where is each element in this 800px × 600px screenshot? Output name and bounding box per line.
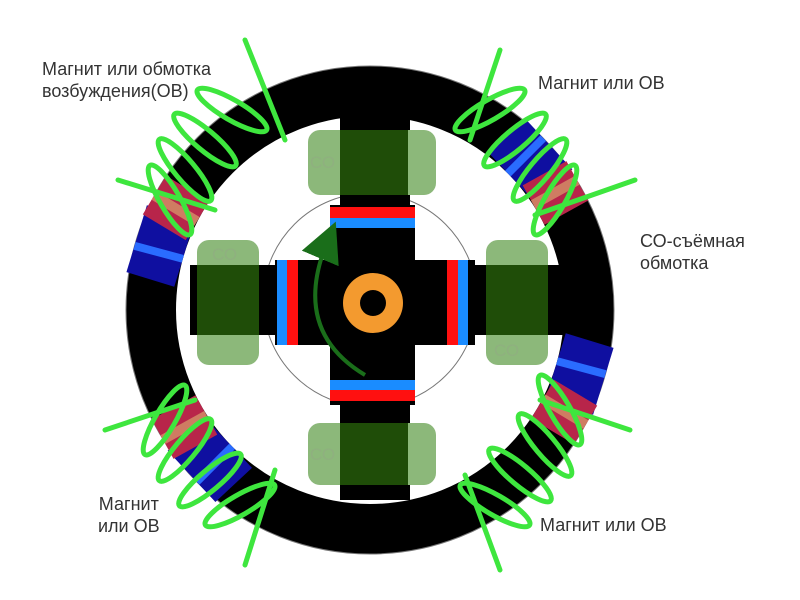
label-top-left-line2: возбуждения(ОВ) — [42, 81, 189, 101]
label-top-left: Магнит или обмотка возбуждения(ОВ) — [42, 58, 211, 102]
coil-bottom-label: СО — [310, 445, 335, 464]
label-right: СО-съёмная обмотка — [640, 230, 745, 274]
rotor-shaft — [343, 273, 403, 333]
coil-left-label: СО — [212, 245, 237, 264]
label-top-right: Магнит или ОВ — [538, 73, 665, 93]
rotation-arrow — [301, 221, 367, 377]
coil-right: СО — [486, 240, 548, 365]
coil-top-label: СО — [310, 153, 335, 172]
stator-ring — [125, 65, 615, 555]
label-bottom-left-line2: или ОВ — [98, 516, 160, 536]
label-bottom-right: Магнит или ОВ — [540, 515, 667, 535]
flux-lines — [102, 37, 638, 573]
label-bottom-left-line1: Магнит — [98, 494, 159, 514]
coil-top: СО — [308, 130, 436, 195]
label-right-line1: СО-съёмная — [640, 231, 745, 251]
label-top-left-line1: Магнит или обмотка — [42, 59, 212, 79]
label-right-line2: обмотка — [640, 253, 709, 273]
label-bottom-left: Магнит или ОВ — [98, 493, 160, 537]
coil-right-label: СО — [494, 341, 519, 360]
coil-left: СО — [197, 240, 259, 365]
coil-bottom: СО — [308, 423, 436, 485]
